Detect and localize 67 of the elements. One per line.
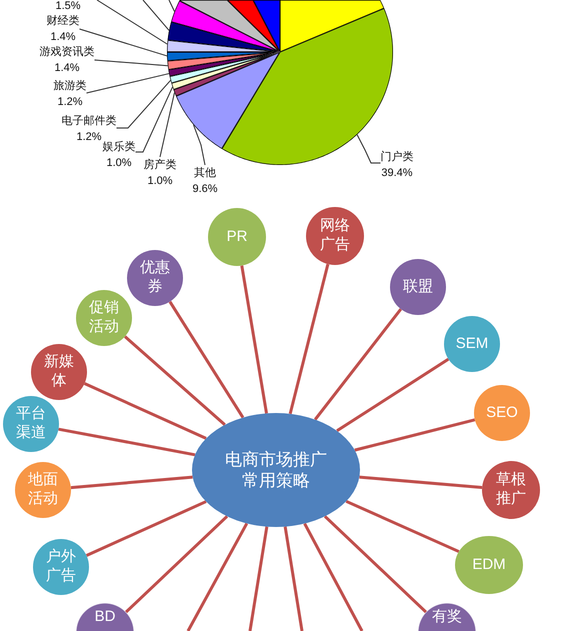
connector-line <box>124 335 226 426</box>
strategy-label: 联盟 <box>403 278 433 296</box>
percent-label: 1.4% <box>50 30 76 45</box>
connector-line <box>359 476 482 490</box>
connector-line <box>324 515 427 614</box>
connector-line <box>354 418 476 452</box>
strategy-label: 地面活动 <box>27 471 59 509</box>
strategy-label: BD <box>94 608 116 627</box>
leader-line <box>142 0 170 31</box>
strategy-label: 新媒体 <box>43 353 75 391</box>
connector-line <box>58 428 196 456</box>
connector-line <box>346 500 460 553</box>
pie-slice <box>176 52 280 149</box>
leader-line <box>356 134 381 164</box>
strategy-label: EDM <box>472 556 506 574</box>
percent-label: 1.0% <box>147 174 173 189</box>
pie-slice <box>280 0 384 52</box>
connector-line <box>240 265 268 414</box>
pie-slice <box>222 8 393 165</box>
strategy-label: 草根推广 <box>495 471 527 509</box>
percent-label: 1.2% <box>76 130 102 145</box>
strategy-label: SEM <box>456 334 488 354</box>
connector-line <box>314 308 402 420</box>
category-label: 房产类 <box>144 158 176 173</box>
connector-line <box>336 358 450 432</box>
leader-line <box>192 124 206 166</box>
category-label: 旅游类 <box>54 79 86 94</box>
category-label: 电子邮件类 <box>62 114 116 129</box>
leader-line <box>79 28 168 56</box>
connector-line <box>186 522 248 631</box>
strategy-label: PR <box>226 228 248 246</box>
leader-line <box>160 92 175 158</box>
connector-line <box>70 476 193 490</box>
leader-line <box>86 73 170 94</box>
category-label: 其他 <box>194 166 216 181</box>
percent-label: 39.4% <box>381 166 413 181</box>
percent-label: 9.6% <box>192 182 218 197</box>
category-label: 娱乐类 <box>102 140 136 155</box>
percent-label: 1.2% <box>57 95 83 110</box>
strategy-circle <box>76 290 132 346</box>
category-label: 游戏资讯类 <box>40 45 94 60</box>
strategy-label: 平台渠道 <box>15 405 47 443</box>
strategy-label: 有奖 <box>432 608 462 627</box>
leader-line <box>135 86 174 152</box>
connector-line <box>248 526 268 631</box>
strategy-label: 优惠券 <box>139 259 171 297</box>
percent-label: 1.5% <box>55 0 81 13</box>
strategy-label: 户外广告 <box>45 548 77 586</box>
strategy-label: 促销活动 <box>88 299 120 337</box>
connector-line <box>168 300 244 418</box>
percent-label: 1.0% <box>106 156 132 171</box>
category-label: 门户类 <box>380 150 414 165</box>
connector-line <box>303 522 364 631</box>
topic-label: 电商市场推广常用策略 <box>224 448 328 492</box>
connector-line <box>84 382 207 440</box>
connector-line <box>125 515 228 614</box>
strategy-label: SEO <box>486 404 518 422</box>
category-label: 财经类 <box>46 14 80 29</box>
connector-line <box>284 526 304 631</box>
strategy-label: 网络广告 <box>319 217 351 255</box>
connector-line <box>288 264 330 414</box>
leader-line <box>94 60 168 66</box>
leader-line <box>168 0 175 12</box>
leader-line <box>96 0 168 45</box>
connector-line <box>86 500 207 557</box>
leader-line <box>116 80 172 128</box>
percent-label: 1.4% <box>54 61 80 76</box>
